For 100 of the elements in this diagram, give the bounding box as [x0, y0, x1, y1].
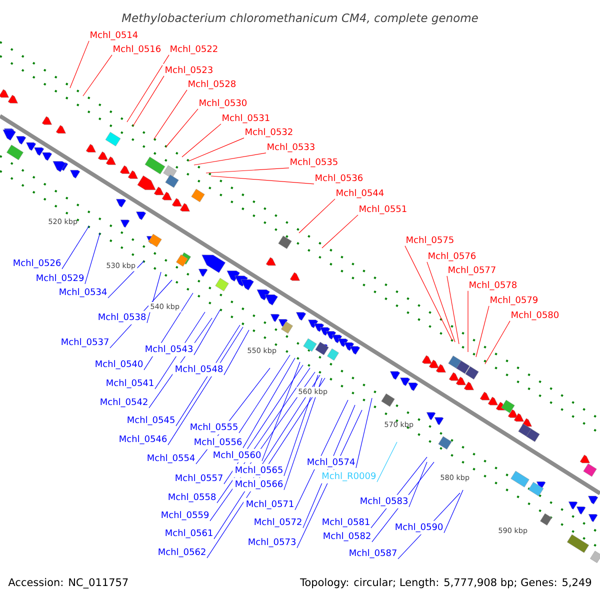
leader-line	[426, 262, 456, 342]
leader-line	[224, 364, 304, 484]
gene-label: Mchl_0555	[190, 423, 238, 432]
leader-line	[302, 404, 356, 528]
leader-line	[444, 490, 464, 534]
gene-label: Mchl_0532	[246, 128, 292, 138]
gene-label: Mchl_0580	[512, 311, 559, 320]
gene-label: Mchl_0535	[290, 158, 338, 168]
leader-line	[182, 124, 222, 158]
gene-label: Mchl_0523	[166, 66, 212, 76]
gene-label: Mchl_0528	[188, 80, 236, 90]
gene-label: Mchl_0537	[62, 338, 108, 348]
gene-label: Mchl_0566	[236, 480, 283, 490]
leader-line	[210, 372, 316, 522]
gene-label: Mchl_0558	[168, 493, 216, 502]
leader-line	[404, 246, 452, 340]
leader-line	[148, 318, 212, 408]
leader-line	[144, 292, 194, 370]
gene-label: Mchl_0529	[36, 274, 84, 284]
gene-label: Mchl_0572	[254, 518, 302, 528]
gene-label: Mchl_0574	[308, 458, 355, 468]
gene-label: Mchl_0561	[166, 529, 212, 538]
gene-label: Mchl_0577	[448, 266, 496, 276]
leader-line	[216, 368, 310, 504]
gene-label: Mchl_0551	[360, 205, 406, 214]
gene-label: Mchl_0516	[114, 45, 161, 54]
leader-line	[242, 358, 296, 448]
leader-line	[372, 462, 434, 542]
gene-label: Mchl_0546	[120, 435, 167, 444]
gene-label: Mchl_0531	[222, 114, 270, 124]
leader-line	[62, 226, 90, 270]
gene-label: Mchl_0576	[428, 252, 476, 262]
leader-line	[82, 54, 112, 96]
gene-label: Mchl_0538	[98, 313, 146, 322]
leader-line	[126, 54, 170, 122]
leader-line	[70, 40, 90, 88]
gene-label: Mchl_0575	[406, 236, 454, 246]
leader-line	[210, 176, 314, 184]
leader-line	[214, 374, 320, 540]
leader-line	[298, 198, 336, 234]
leader-line	[408, 462, 428, 508]
leader-line	[370, 456, 428, 528]
gene-label: Mchl_0522	[170, 45, 218, 54]
gene-label: Mchl_0560	[214, 451, 261, 460]
gene-label: Mchl_0542	[100, 398, 148, 408]
gene-label: Mchl_0587	[350, 549, 396, 558]
leader-line	[484, 320, 510, 364]
gene-label: Mchl_0530	[200, 99, 247, 108]
leader-line	[194, 152, 266, 166]
leader-line	[446, 276, 460, 344]
leader-line	[154, 312, 206, 390]
leader-line	[296, 410, 362, 548]
gene-label: Mchl_0533	[268, 143, 314, 152]
gene-label: Mchl_0544	[336, 189, 384, 198]
gene-label: Mchl_0548	[176, 365, 223, 374]
leader-line	[132, 76, 164, 126]
leader-line	[146, 272, 162, 324]
gene-label: Mchl_0571	[246, 500, 294, 510]
gene-label: Mchl_0583	[360, 497, 408, 506]
gene-label: Mchl_0543	[146, 345, 192, 354]
leader-line	[188, 138, 244, 162]
title: Methylobacterium chloromethanicum CM4, complete genome	[122, 13, 478, 24]
gene-label: Mchl_0514	[90, 31, 138, 40]
gene-label: Mchl_0581	[322, 518, 370, 528]
leader-line	[356, 398, 372, 468]
gene-label: Mchl_0562	[158, 548, 206, 558]
leader-line	[206, 378, 326, 558]
gene-label: Mchl_0545	[128, 416, 174, 426]
leader-line	[196, 368, 270, 464]
leader-line	[168, 326, 244, 446]
leader-line	[262, 362, 300, 462]
leader-line	[476, 306, 490, 358]
gene-label: Mchl_0534	[60, 288, 107, 298]
leader-line	[322, 214, 358, 248]
gene-label: Mchl_0526	[14, 259, 61, 268]
leader-line	[108, 260, 144, 298]
gene-label: Mchl_0579	[490, 296, 538, 306]
leader-line	[176, 324, 240, 426]
gene-label: Mchl_0582	[324, 532, 370, 542]
gene-label: Mchl_0573	[248, 538, 296, 548]
leader-line	[284, 378, 322, 490]
gene-label: Mchl_0578	[470, 281, 517, 290]
gene-label: Mchl_0541	[106, 379, 154, 388]
leader-line	[84, 232, 100, 284]
leader-line	[224, 330, 250, 376]
leader-line	[194, 310, 220, 356]
gene-label: Mchl_0590	[396, 523, 443, 532]
leader-line	[398, 492, 460, 560]
gene-label: Mchl_0565	[236, 466, 282, 476]
leader-line	[110, 280, 172, 348]
leader-line	[206, 168, 290, 174]
leader-line	[238, 354, 290, 434]
genome-info-text: Topology: circular; Length: 5,777,908 bp; Genes: 5,249	[300, 578, 592, 588]
leader-line	[154, 90, 188, 140]
leader-line	[376, 442, 398, 482]
gene-label: Mchl_0559	[162, 511, 209, 520]
gene-label: Mchl_0554	[148, 454, 195, 464]
leader-line	[166, 108, 198, 148]
leader-line	[294, 400, 348, 510]
leader-line	[284, 374, 318, 476]
